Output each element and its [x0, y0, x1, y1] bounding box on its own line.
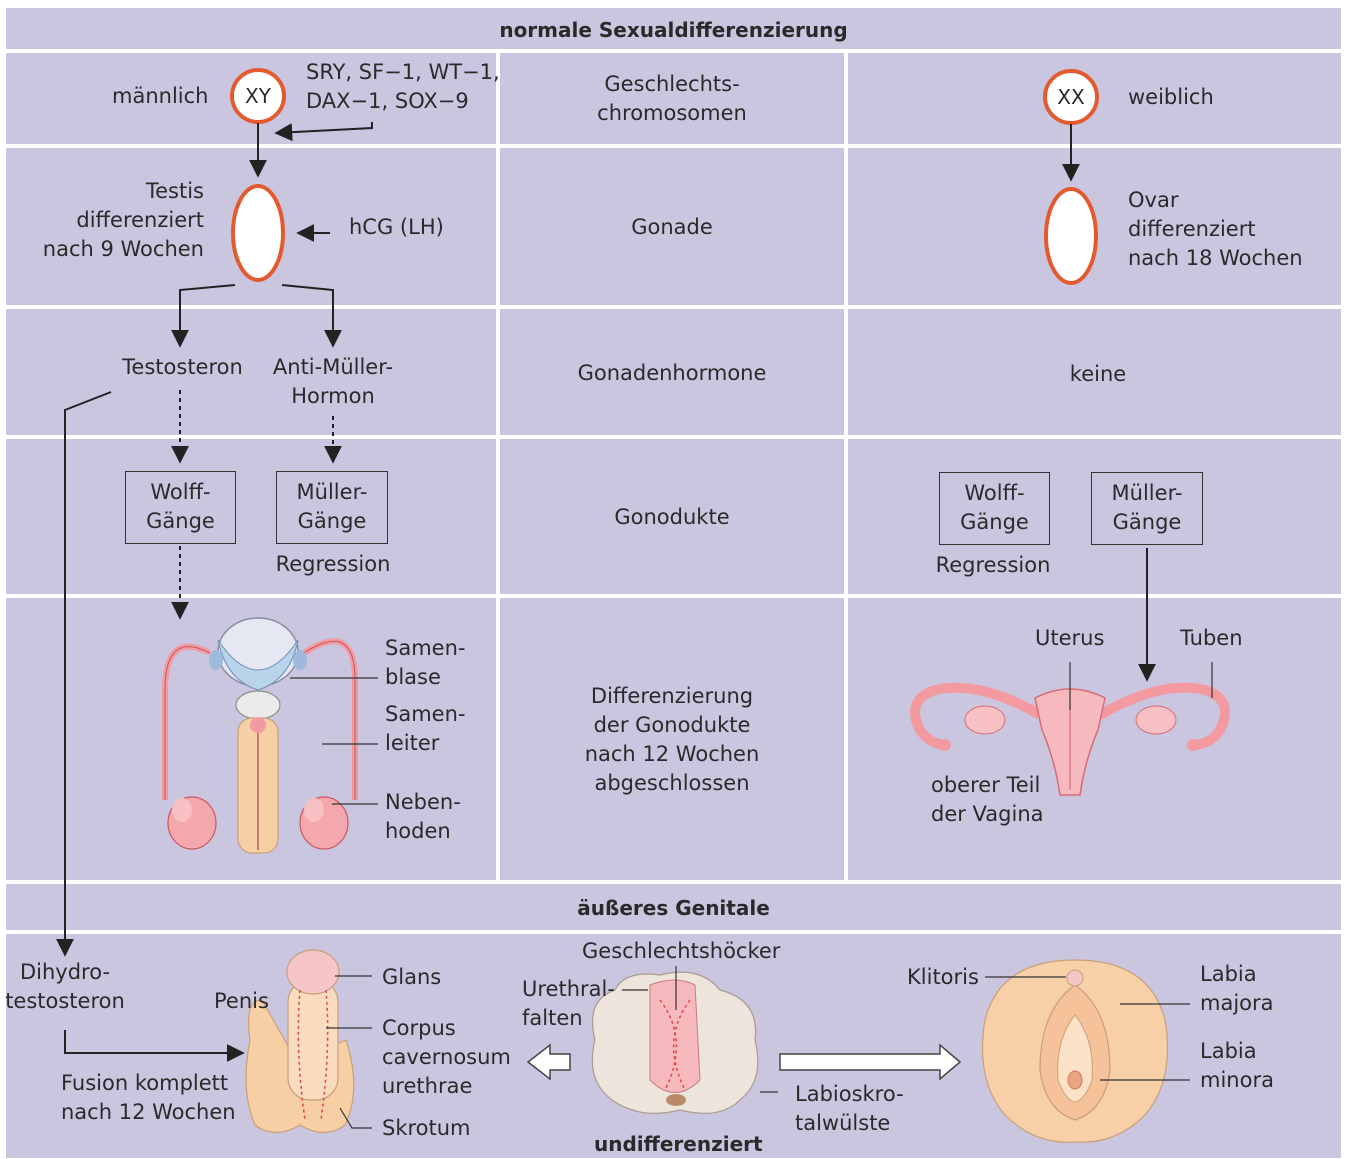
genes-line1: SRY, SF−1, WT−1,	[306, 58, 500, 87]
vagina-line1: oberer Teil	[931, 771, 1040, 800]
labia-majora-line1: Labia	[1200, 960, 1257, 989]
male-mueller-line2: Gänge	[277, 507, 387, 536]
male-wolff-line2: Gänge	[126, 507, 235, 536]
ovar-shape	[1046, 189, 1096, 283]
female-karyotype: XX	[1045, 85, 1097, 109]
external-female-genitals	[983, 960, 1168, 1142]
male-label: männlich	[112, 82, 208, 111]
nebenhoden-line1: Neben-	[385, 788, 461, 817]
penis-label: Penis	[214, 987, 269, 1016]
male-wolff-box: Wolff- Gänge	[125, 471, 236, 544]
row-label-chromosomes-2: chromosomen	[498, 99, 846, 128]
testis-line1: Testis	[0, 177, 204, 206]
female-mueller-line1: Müller-	[1092, 479, 1202, 508]
urethral-line1: Urethral-	[522, 975, 615, 1004]
corpus-line2: cavernosum	[382, 1043, 511, 1072]
genes-line2: DAX−1, SOX−9	[306, 87, 469, 116]
labia-minora-line2: minora	[1200, 1066, 1274, 1095]
labioscrotal-line2: talwülste	[795, 1109, 890, 1138]
corpus-line3: urethrae	[382, 1072, 472, 1101]
undifferentiated-label: undifferenziert	[594, 1130, 763, 1159]
female-regression: Regression	[920, 551, 1066, 580]
ovar-line3: nach 18 Wochen	[1128, 244, 1303, 273]
samenleiter-line1: Samen-	[385, 700, 465, 729]
header-title: normale Sexualdifferenzierung	[0, 16, 1347, 45]
fusion-line1: Fusion komplett	[61, 1069, 228, 1098]
row-label-ducts: Gonodukte	[498, 503, 846, 532]
uterus-label: Uterus	[1035, 624, 1104, 653]
female-wolff-line2: Gänge	[940, 508, 1049, 537]
fusion-line2: nach 12 Wochen	[61, 1098, 236, 1127]
external-header: äußeres Genitale	[0, 894, 1347, 923]
glans-label: Glans	[382, 963, 441, 992]
male-karyotype: XY	[232, 84, 284, 108]
testosterone-label: Testosteron	[100, 353, 265, 382]
female-wolff-box: Wolff- Gänge	[939, 472, 1050, 545]
labia-minora-line1: Labia	[1200, 1037, 1257, 1066]
dht-line2: testosteron	[0, 987, 130, 1016]
samenleiter-line2: leiter	[385, 729, 439, 758]
amh-line1: Anti-Müller-	[260, 353, 406, 382]
male-mueller-box: Müller- Gänge	[276, 471, 388, 544]
tubercle-label: Geschlechtshöcker	[582, 937, 780, 966]
labia-majora-line2: majora	[1200, 989, 1274, 1018]
row-label-diff-4: abgeschlossen	[498, 769, 846, 798]
female-mueller-box: Müller- Gänge	[1091, 472, 1203, 545]
dht-line1: Dihydro-	[0, 958, 130, 987]
row-label-chromosomes-1: Geschlechts-	[498, 70, 846, 99]
female-label: weiblich	[1128, 83, 1214, 112]
row-label-diff-3: nach 12 Wochen	[498, 740, 846, 769]
vagina-line2: der Vagina	[931, 800, 1044, 829]
male-wolff-line1: Wolff-	[126, 478, 235, 507]
samenblase-line1: Samen-	[385, 634, 465, 663]
klitoris-label: Klitoris	[907, 963, 979, 992]
row-label-gonad: Gonade	[498, 213, 846, 242]
row-label-hormones: Gonadenhormone	[498, 359, 846, 388]
row-label-diff-1: Differenzierung	[498, 682, 846, 711]
hcg-label: hCG (LH)	[349, 213, 444, 242]
testis-shape	[233, 186, 283, 280]
female-hormones: keine	[1010, 360, 1186, 389]
ovar-line2: differenziert	[1128, 215, 1256, 244]
corpus-line1: Corpus	[382, 1014, 456, 1043]
tuben-label: Tuben	[1180, 624, 1243, 653]
female-wolff-line1: Wolff-	[940, 479, 1049, 508]
row-label-diff-2: der Gonodukte	[498, 711, 846, 740]
ovar-line1: Ovar	[1128, 186, 1178, 215]
urethral-line2: falten	[522, 1004, 583, 1033]
testis-line3: nach 9 Wochen	[0, 235, 204, 264]
nebenhoden-line2: hoden	[385, 817, 451, 846]
testis-line2: differenziert	[0, 206, 204, 235]
labioscrotal-line1: Labioskro-	[795, 1080, 904, 1109]
female-mueller-line2: Gänge	[1092, 508, 1202, 537]
male-regression: Regression	[260, 550, 406, 579]
male-mueller-line1: Müller-	[277, 478, 387, 507]
skrotum-label: Skrotum	[382, 1114, 471, 1143]
samenblase-line2: blase	[385, 663, 441, 692]
amh-line2: Hormon	[260, 382, 406, 411]
